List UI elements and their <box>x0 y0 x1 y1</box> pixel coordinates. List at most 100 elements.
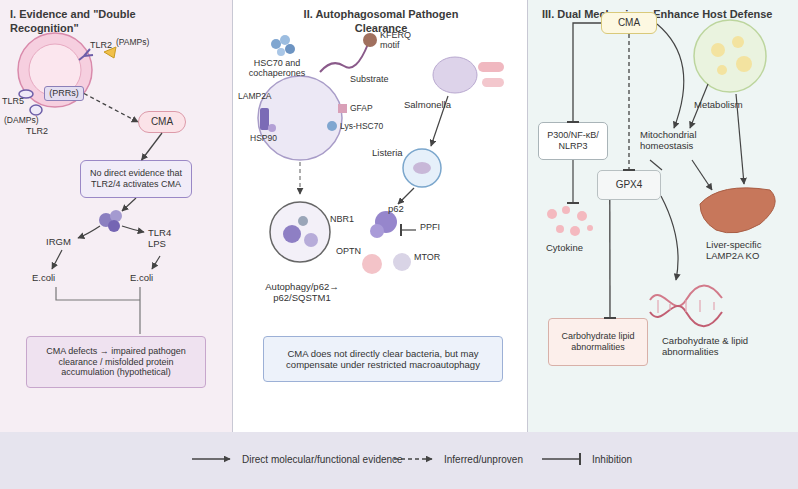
text-label: Liver-specific LAMP2A KO <box>706 240 786 262</box>
text-label: Lys-HSC70 <box>340 122 390 132</box>
text-label: Listeria <box>372 148 412 159</box>
arrow <box>299 162 300 194</box>
legend-item: Inferred/unproven <box>392 452 523 466</box>
text-label: E.coli <box>32 273 72 284</box>
prr-tag: (PRRs) <box>44 86 84 101</box>
text-label: p62 <box>388 204 412 215</box>
text-label: PPFI <box>420 222 448 232</box>
text-label: HSC70 and cochaperones <box>244 58 310 79</box>
inhibition-line <box>401 229 416 230</box>
connector <box>84 94 138 123</box>
node-text: CMA does not directly clear bacteria, bu… <box>269 348 497 371</box>
arrow <box>661 196 678 280</box>
dna-rungs <box>658 300 714 313</box>
text-label: Substrate <box>350 74 400 84</box>
node-text: No direct evidence that TLR2/4 activates… <box>86 168 186 190</box>
hsp90 <box>268 124 276 132</box>
legend-item: Inhibition <box>540 452 632 466</box>
lipid-droplet <box>717 65 727 75</box>
text-label: Cytokine <box>546 243 596 254</box>
cell-membrane <box>18 33 92 107</box>
connector <box>628 34 629 170</box>
text-label: (PAMPs) <box>116 38 162 48</box>
lipid-droplet <box>732 36 744 48</box>
node-text: Carbohydrate lipid abnormalities <box>554 331 642 353</box>
legend-sample <box>392 452 436 466</box>
text-label: Mitochondrial homeostasis <box>640 130 712 152</box>
cargo <box>298 216 308 226</box>
process-box: GPX4 <box>597 170 661 200</box>
legend-text: Direct molecular/functional evidence <box>242 454 403 465</box>
node-text: GPX4 <box>616 179 643 191</box>
tlr2-receptor <box>30 105 42 115</box>
inhibition-line <box>572 160 573 203</box>
cytokine-dot <box>577 211 587 221</box>
text-label: Metabolism <box>694 100 754 111</box>
text-label: LAMP2A <box>238 92 278 102</box>
autophagosome <box>270 202 330 262</box>
lipid-droplet <box>736 56 752 72</box>
kferq-motif <box>363 33 377 47</box>
legend-text: Inferred/unproven <box>444 454 523 465</box>
legend-text: Inhibition <box>592 454 632 465</box>
panel-heading: III. Dual Mechanisms Enhance Host Defens… <box>542 8 796 22</box>
metabolism-cell <box>694 20 766 92</box>
text-label: TLR2 <box>90 40 120 50</box>
gfap <box>338 104 347 113</box>
text-label: OPTN <box>336 246 366 256</box>
arrow <box>152 256 160 269</box>
lipid-droplet <box>711 43 725 57</box>
node-text: CMA <box>151 116 173 128</box>
text-label: TLR5 <box>2 96 30 106</box>
legend-sample <box>190 452 234 466</box>
cytokine-dot <box>556 225 564 233</box>
note-box: CMA defects → impaired pathogen clearanc… <box>26 336 206 388</box>
hsc70 <box>280 35 290 45</box>
text-label: HSP90 <box>250 134 286 144</box>
hsc70 <box>285 44 295 54</box>
legend-sample <box>540 452 584 466</box>
salmonella-rod <box>478 62 504 72</box>
panel-heading: I. Evidence and "Double Recognition" <box>10 8 138 36</box>
text-label: IRGM <box>46 237 86 248</box>
legend-line <box>542 458 580 459</box>
hsc70 <box>277 48 285 56</box>
cytokine-dot <box>570 226 580 236</box>
cargo <box>283 225 301 243</box>
legend-item: Direct molecular/functional evidence <box>190 452 403 466</box>
protein-cluster <box>108 220 120 232</box>
arrow <box>122 198 136 211</box>
text-label: (DAMPs) <box>4 116 48 126</box>
legend-band: Direct molecular/functional evidence Infe… <box>0 432 798 489</box>
tlr2-receptor <box>79 49 93 60</box>
node-text: (PRRs) <box>49 88 79 99</box>
text-label: TLR2 <box>26 126 56 136</box>
connector <box>573 23 601 122</box>
lamp2a-channel <box>260 108 269 130</box>
p62-aggregate <box>370 224 384 238</box>
lys-hsc70 <box>327 121 337 131</box>
cargo <box>304 233 318 247</box>
process-box: No direct evidence that TLR2/4 activates… <box>80 160 192 198</box>
text-label: Salmonella <box>404 100 464 111</box>
substrate-chain <box>320 44 368 72</box>
lysosome <box>258 76 342 160</box>
listeria <box>413 162 431 174</box>
protein-cluster <box>110 210 122 222</box>
listeria-vacuole <box>403 149 441 187</box>
leader-line <box>56 287 140 300</box>
legend-line <box>192 458 230 459</box>
text-label: NBR1 <box>330 214 358 224</box>
salmonella-host <box>433 57 477 93</box>
optn <box>362 254 382 274</box>
liver <box>700 188 775 233</box>
node-text: CMA <box>618 17 640 29</box>
text-label: E.coli <box>130 273 170 284</box>
arrow <box>398 188 414 204</box>
salmonella-rod <box>482 78 504 87</box>
cytokine-dot <box>547 209 557 219</box>
spacer <box>662 170 663 172</box>
leader-line <box>139 287 140 334</box>
